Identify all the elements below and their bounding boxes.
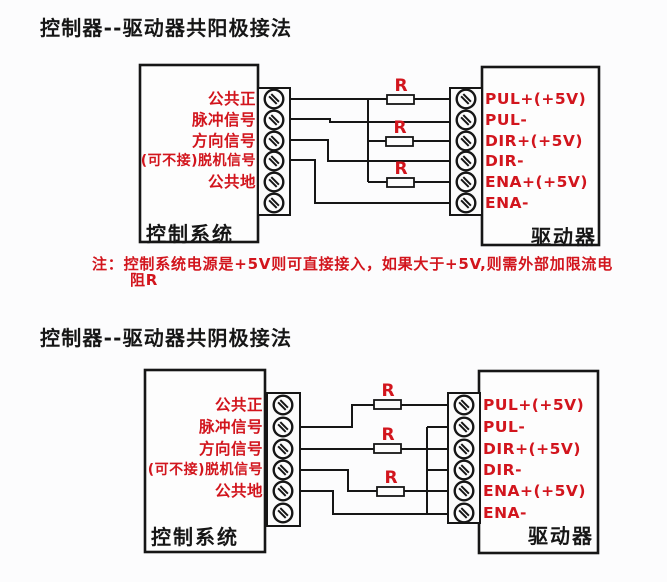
screw-terminal-icon (263, 171, 285, 193)
resistor-symbol (376, 486, 405, 497)
screw-terminal-icon (272, 438, 294, 460)
screw-terminal-icon (455, 192, 477, 214)
bottom-pin-label-pul-minus: PUL- (483, 418, 526, 436)
screw-terminal-icon (272, 459, 294, 481)
bottom-pin-label-direction-signal: 方向信号 (198, 440, 263, 458)
top-driver-label: 驱动器 (531, 225, 597, 249)
bottom-pin-label-dir-plus: DIR+(+5V) (483, 440, 581, 458)
bottom-driver-label: 驱动器 (528, 524, 594, 548)
bottom-resistor-label-3: R (384, 468, 398, 488)
bottom-pin-label-ena-plus: ENA+(+5V) (483, 482, 586, 500)
top-pin-label-pul-plus: PUL+(+5V) (485, 90, 587, 108)
bottom-resistor-label-2: R (381, 425, 395, 445)
screw-terminal-icon (453, 416, 475, 438)
top-wires (290, 98, 450, 204)
screw-terminal-icon (272, 480, 294, 502)
top-resistors (385, 94, 415, 188)
screw-terminal-icon (455, 150, 477, 172)
top-pin-label-direction-signal: 方向信号 (191, 132, 256, 150)
resistor-symbol (373, 399, 402, 410)
bottom-pin-label-pul-plus: PUL+(+5V) (483, 396, 585, 414)
top-resistor-label-2: R (393, 118, 407, 138)
bottom-pin-label-pulse-signal: 脉冲信号 (198, 418, 263, 436)
resistor-symbol (373, 443, 402, 454)
screw-terminal-icon (263, 150, 285, 172)
screw-terminal-icon (455, 109, 477, 131)
bottom-pin-label-common-positive: 公共正 (214, 396, 263, 414)
top-pin-label-pulse-signal: 脉冲信号 (191, 111, 256, 129)
bottom-pin-label-common-ground: 公共地 (214, 482, 263, 500)
top-pin-label-ena-plus: ENA+(+5V) (485, 173, 588, 191)
screw-terminal-icon (272, 416, 294, 438)
resistor-symbol (386, 177, 415, 188)
bottom-resistors (373, 399, 405, 497)
top-pin-label-common-positive: 公共正 (207, 90, 256, 108)
top-controller-box (138, 63, 260, 244)
screw-terminal-icon (455, 171, 477, 193)
top-pin-label-dir-plus: DIR+(+5V) (485, 132, 583, 150)
top-controller-label: 控制系统 (146, 222, 234, 246)
note-line-1: 注：控制系统电源是+5V则可直接接入，如果大于+5V,则需外部加限流电 (92, 255, 613, 273)
screw-terminal-icon (455, 130, 477, 152)
screw-terminal-icon (263, 109, 285, 131)
bottom-wires (300, 404, 448, 515)
bottom-pin-label-ena-minus: ENA- (483, 504, 527, 522)
screw-terminal-icon (263, 130, 285, 152)
top-pin-label-dir-minus: DIR- (485, 152, 525, 170)
top-pin-label-ena-minus: ENA- (485, 194, 529, 212)
top-pin-label-common-ground: 公共地 (207, 173, 256, 191)
top-resistor-label-3: R (394, 159, 408, 179)
top-driver-box (480, 65, 601, 247)
bottom-resistor-label-1: R (381, 381, 395, 401)
screw-terminal-icon (453, 459, 475, 481)
screw-terminal-icon (272, 502, 294, 524)
screw-terminal-icon (453, 502, 475, 524)
screw-terminal-icon (453, 480, 475, 502)
screw-terminal-icon (453, 438, 475, 460)
bottom-pin-label-dir-minus: DIR- (483, 461, 523, 479)
bottom-controller-box (143, 368, 267, 554)
bottom-title: 控制器--驱动器共阴极接法 (40, 326, 293, 350)
screw-terminal-icon (455, 88, 477, 110)
note-line-2: 阻R (130, 271, 159, 289)
screw-terminal-icon (263, 88, 285, 110)
bottom-pin-label-enable-signal: (可不接)脱机信号 (147, 462, 263, 478)
top-pin-label-pul-minus: PUL- (485, 111, 528, 129)
top-pin-label-enable-signal: (可不接)脱机信号 (140, 153, 256, 169)
bottom-diagram-common-cathode (143, 368, 600, 555)
resistor-symbol (385, 136, 414, 147)
top-title: 控制器--驱动器共阳极接法 (40, 16, 293, 40)
screw-terminal-icon (263, 192, 285, 214)
top-diagram-common-anode (138, 63, 601, 247)
resistor-symbol (386, 94, 415, 105)
bottom-driver-box (477, 369, 600, 555)
screw-terminal-icon (453, 394, 475, 416)
top-resistor-label-1: R (394, 76, 408, 96)
screw-terminal-icon (272, 394, 294, 416)
bottom-controller-label: 控制系统 (151, 525, 239, 549)
